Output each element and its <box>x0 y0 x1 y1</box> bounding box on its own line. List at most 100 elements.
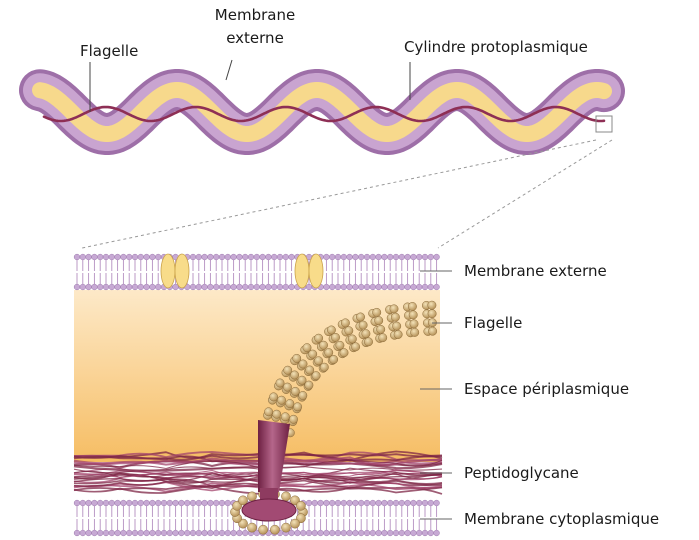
lipid-head <box>370 530 376 536</box>
label-membrane-cytoplasmique: Membrane cytoplasmique <box>464 510 659 528</box>
flagellin-subunit <box>359 321 367 329</box>
lipid-head <box>190 254 196 260</box>
magnified-region-box <box>596 116 612 132</box>
lipid-head <box>196 530 202 536</box>
lipid-head <box>312 530 318 536</box>
lipid-head <box>132 284 138 290</box>
membrane-top-pointer <box>226 60 232 80</box>
lipid-head <box>347 254 353 260</box>
lipid-head <box>92 284 98 290</box>
lipid-head <box>399 254 405 260</box>
lipid-head <box>434 530 440 536</box>
lipid-head <box>405 254 411 260</box>
lipid-head <box>213 254 219 260</box>
lipid-head <box>358 254 364 260</box>
lipid-head <box>364 500 370 506</box>
lipid-head <box>138 254 144 260</box>
lipid-head <box>80 500 86 506</box>
lipid-head <box>161 530 167 536</box>
flagellin-subunit <box>319 341 327 349</box>
lipid-head <box>231 254 237 260</box>
flagellin-subunit <box>273 410 281 418</box>
lipid-head <box>335 530 341 536</box>
lipid-head <box>92 500 98 506</box>
lipid-head <box>219 500 225 506</box>
lipid-head <box>173 530 179 536</box>
lipid-head <box>312 500 318 506</box>
lipid-head <box>376 254 382 260</box>
flagellin-subunit <box>356 313 364 321</box>
lipid-head <box>335 254 341 260</box>
flagellin-subunit <box>299 391 307 399</box>
motor-ring-subunit <box>290 519 299 528</box>
lipid-head <box>109 500 115 506</box>
lipid-head <box>364 254 370 260</box>
lipid-head <box>353 284 359 290</box>
lipid-head <box>80 530 86 536</box>
lipid-head <box>109 254 115 260</box>
lipid-head <box>225 500 231 506</box>
lipid-head <box>161 500 167 506</box>
lipid-head <box>283 254 289 260</box>
lipid-head <box>97 284 103 290</box>
lipid-head <box>335 500 341 506</box>
lipid-head <box>80 284 86 290</box>
lipid-head <box>115 284 121 290</box>
lipid-head <box>179 530 185 536</box>
lipid-head <box>202 530 208 536</box>
zoom-line-right <box>438 140 612 248</box>
lipid-head <box>231 284 237 290</box>
lipid-head <box>376 500 382 506</box>
porin <box>161 254 175 288</box>
lipid-head <box>225 284 231 290</box>
lipid-head <box>416 284 422 290</box>
flagellin-subunit <box>409 311 417 319</box>
lipid-head <box>318 530 324 536</box>
lipid-head <box>115 254 121 260</box>
lipid-head <box>364 530 370 536</box>
lipid-head <box>121 500 127 506</box>
lipid-head <box>225 530 231 536</box>
lipid-head <box>329 500 335 506</box>
lipid-head <box>138 500 144 506</box>
lipid-head <box>434 500 440 506</box>
lipid-head <box>213 500 219 506</box>
flagellin-subunit <box>293 403 301 411</box>
motor-ring-subunit <box>270 525 279 534</box>
lipid-head <box>225 254 231 260</box>
lipid-head <box>260 284 266 290</box>
flagellin-subunit <box>377 325 385 333</box>
lipid-head <box>393 284 399 290</box>
lipid-head <box>376 530 382 536</box>
flagellin-subunit <box>277 396 285 404</box>
flagellin-subunit <box>312 372 320 380</box>
flagellin-subunit <box>264 408 272 416</box>
lipid-head <box>144 254 150 260</box>
lipid-head <box>411 530 417 536</box>
lipid-head <box>126 254 132 260</box>
lipid-head <box>335 284 341 290</box>
lipid-head <box>341 500 347 506</box>
lipid-head <box>202 500 208 506</box>
lipid-head <box>411 500 417 506</box>
flagellin-subunit <box>327 326 335 334</box>
lipid-head <box>237 530 243 536</box>
lipid-head <box>150 530 156 536</box>
lipid-head <box>347 530 353 536</box>
motor-ring-subunit <box>281 492 290 501</box>
motor-ring-subunit <box>247 523 256 532</box>
lipid-head <box>387 500 393 506</box>
lipid-head <box>103 530 109 536</box>
lipid-head <box>405 530 411 536</box>
spirochete-body <box>40 90 604 134</box>
lipid-head <box>382 254 388 260</box>
cell-envelope-detail <box>74 254 442 536</box>
lipid-head <box>405 500 411 506</box>
label-flagelle-top: Flagelle <box>80 42 138 60</box>
lipid-head <box>115 530 121 536</box>
lipid-head <box>138 284 144 290</box>
motor-ring-subunit <box>259 525 268 534</box>
porin <box>175 254 189 288</box>
label-cylindre-top: Cylindre protoplasmique <box>404 38 588 56</box>
flagellin-subunit <box>390 305 398 313</box>
